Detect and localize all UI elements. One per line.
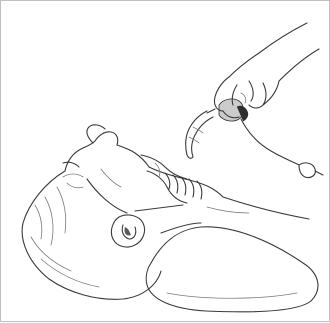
patient-head: [22, 125, 161, 299]
intubation-device: [186, 99, 323, 178]
pillow: [146, 227, 318, 312]
neck-cutaway: [135, 155, 223, 211]
